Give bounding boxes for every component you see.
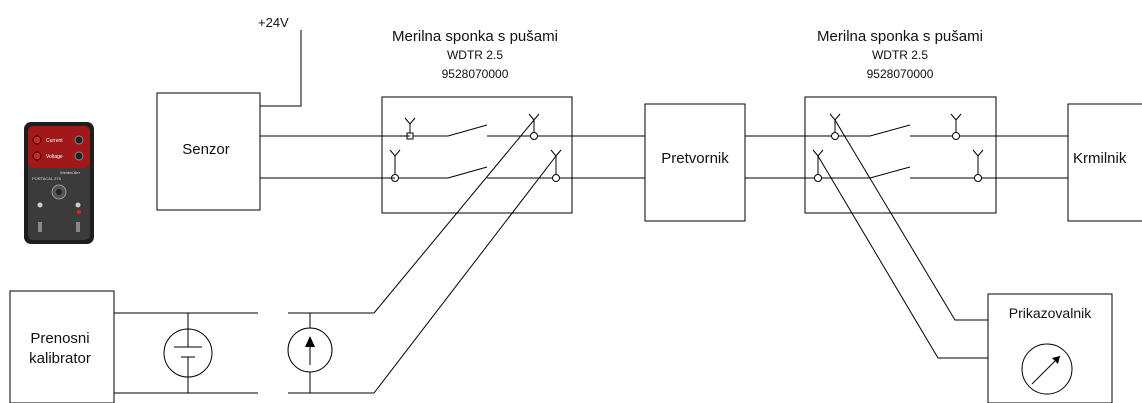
calibrator-block: Prenosni kalibrator xyxy=(9,290,115,403)
clamp2-box xyxy=(804,96,997,214)
sensor-block: Senzor xyxy=(156,92,261,211)
device-voltage-label: Voltage xyxy=(46,154,63,160)
display-wire-1 xyxy=(834,119,988,321)
meter-icon xyxy=(1021,343,1073,395)
voltage-source-icon xyxy=(163,313,213,393)
converter-label: Pretvornik xyxy=(661,150,729,167)
calibrator-wire-2 xyxy=(373,155,557,394)
calibrator-device-photo: Current Voltage Weidmüller PORTACAL 275 xyxy=(24,122,94,244)
clamp2-title: Merilna sponka s pušami xyxy=(817,28,983,45)
device-current-label: Current xyxy=(46,138,63,144)
display-label: Prikazovalnik xyxy=(1009,305,1092,321)
converter-block: Pretvornik xyxy=(644,103,746,222)
display-wire-2 xyxy=(817,155,988,359)
clamp2-header: Merilna sponka s pušami WDTR 2.5 9528070… xyxy=(817,28,983,81)
sensor-label: Senzor xyxy=(182,141,230,158)
clamp2-part: 9528070000 xyxy=(867,67,934,81)
current-source-icon xyxy=(287,312,374,394)
clamp1-header: Merilna sponka s pušami WDTR 2.5 9528070… xyxy=(392,28,558,81)
controller-label: Krmilnik xyxy=(1073,150,1127,167)
clamp1-box xyxy=(381,96,573,214)
display-block: Prikazovalnik xyxy=(987,293,1113,403)
calibrator-label-line2: kalibrator xyxy=(29,350,91,367)
device-model-label: PORTACAL 275 xyxy=(32,176,62,181)
calibrator-wire-1 xyxy=(373,119,535,314)
clamp1-model: WDTR 2.5 xyxy=(447,48,503,62)
clamp1-title: Merilna sponka s pušami xyxy=(392,28,558,45)
device-brand-label: Weidmüller xyxy=(60,170,81,175)
supply-voltage-label: +24V xyxy=(258,15,289,30)
clamp1-part: 9528070000 xyxy=(442,67,509,81)
clamp2-internals xyxy=(812,113,1068,182)
clamp2-model: WDTR 2.5 xyxy=(872,48,928,62)
controller-block: Krmilnik xyxy=(1067,103,1142,222)
calibrator-label-line1: Prenosni xyxy=(30,330,89,347)
clamp1-internals xyxy=(389,113,645,182)
supply-24v: +24V xyxy=(258,15,302,107)
